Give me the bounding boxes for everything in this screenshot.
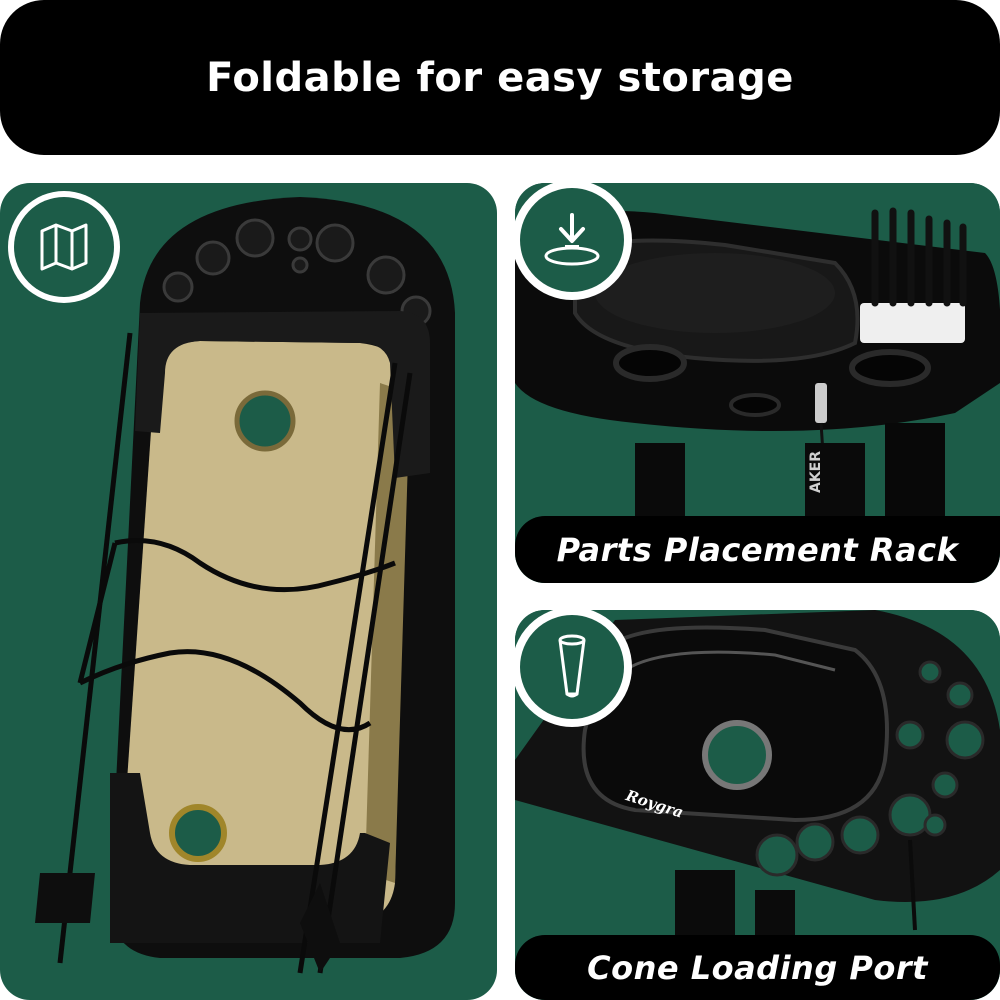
- parts-rack-caption-bar: Parts Placement Rack: [515, 516, 1000, 583]
- cone-port-caption-bar: Cone Loading Port: [515, 935, 1000, 1000]
- header-title: Foldable for easy storage: [206, 54, 794, 101]
- parts-rack-caption: Parts Placement Rack: [556, 530, 959, 569]
- left-icon-badge: [8, 191, 120, 303]
- tray-stamp-text: AKER: [808, 451, 824, 493]
- parts-rack-icon-badge: [515, 183, 632, 300]
- cone-port-panel: Roygra Cone Loading Port: [515, 610, 1000, 1000]
- left-panel: [0, 183, 497, 1000]
- cone-port-icon-badge: [515, 610, 632, 727]
- parts-rack-photo: AKER: [515, 183, 1000, 583]
- download-arrow-icon: [544, 213, 600, 266]
- cone-cup-icon: [558, 634, 586, 698]
- header-banner: Foldable for easy storage: [0, 0, 1000, 155]
- parts-rack-panel: AKER Parts Placement Rack: [515, 183, 1000, 583]
- folded-map-icon: [40, 223, 88, 271]
- folded-rack-photo: [35, 197, 455, 974]
- cone-port-caption: Cone Loading Port: [587, 948, 928, 987]
